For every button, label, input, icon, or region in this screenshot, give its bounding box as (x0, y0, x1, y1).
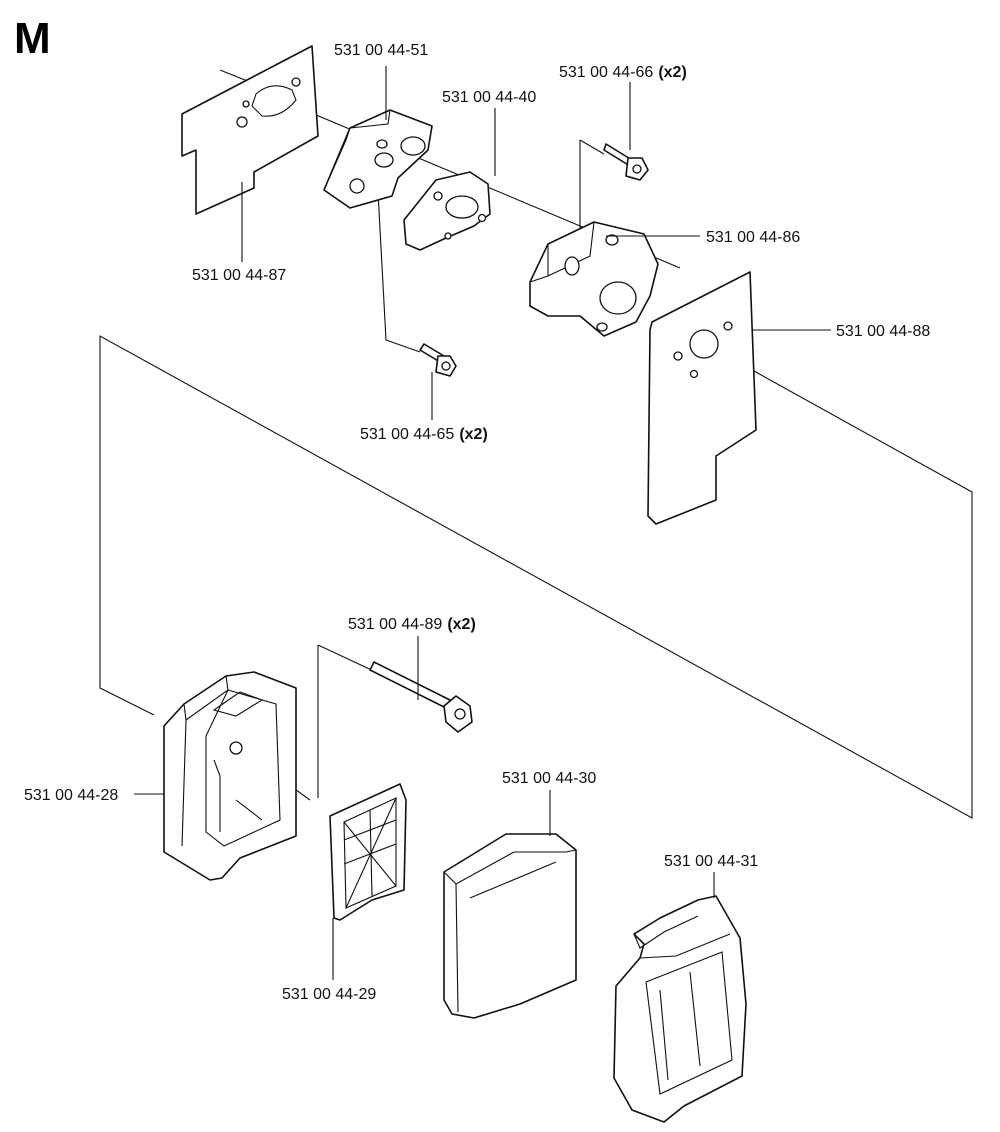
part-labels: 531 00 44-51 531 00 44-40 531 00 44-66(x… (24, 42, 930, 1003)
label-531-00-44-65: 531 00 44-65(x2) (360, 426, 488, 443)
label-531-00-44-40: 531 00 44-40 (442, 89, 536, 106)
label-531-00-44-88: 531 00 44-88 (836, 323, 930, 340)
label-531-00-44-89: 531 00 44-89(x2) (348, 616, 476, 633)
screw-65[interactable] (419, 343, 457, 377)
carburetor-adapter-86[interactable] (529, 221, 659, 337)
filter-grid-29[interactable] (329, 783, 407, 921)
leader-lines (134, 66, 831, 980)
filter-housing-28[interactable] (163, 671, 297, 881)
bolt-89[interactable] (369, 661, 473, 733)
label-531-00-44-66: 531 00 44-66(x2) (559, 64, 687, 81)
filter-cover-31[interactable] (613, 895, 747, 1123)
label-531-00-44-28: 531 00 44-28 (24, 787, 118, 804)
gasket-40[interactable] (403, 171, 491, 251)
insulator-block-51[interactable] (323, 109, 433, 209)
label-531-00-44-86: 531 00 44-86 (706, 229, 800, 246)
screw-66[interactable] (603, 143, 649, 181)
label-531-00-44-30: 531 00 44-30 (502, 770, 596, 787)
label-531-00-44-29: 531 00 44-29 (282, 986, 376, 1003)
gasket-88[interactable] (647, 271, 757, 525)
label-531-00-44-87: 531 00 44-87 (192, 267, 286, 284)
label-531-00-44-31: 531 00 44-31 (664, 853, 758, 870)
gasket-87[interactable] (181, 45, 319, 215)
filter-element-30[interactable] (443, 833, 577, 1019)
label-531-00-44-51: 531 00 44-51 (334, 42, 428, 59)
section-letter: M (14, 14, 51, 63)
